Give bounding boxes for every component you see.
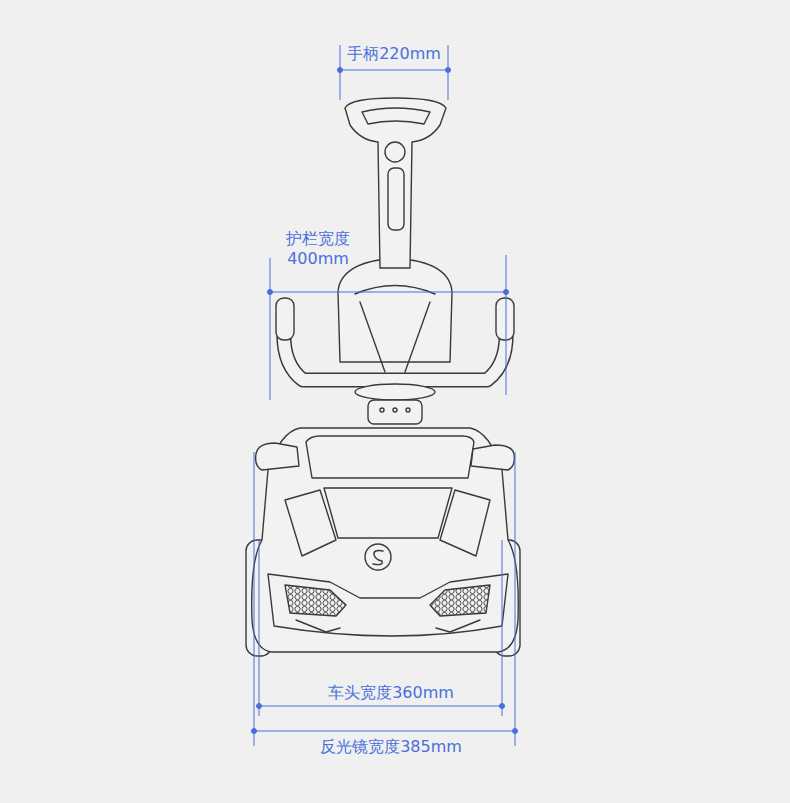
guardrail-knob [496, 298, 514, 340]
dash-dot [393, 408, 397, 412]
car-line-art [246, 98, 520, 656]
dimension-label: 反光镜宽度385mm [320, 737, 462, 757]
push-handle [345, 98, 446, 268]
dimension-line [340, 70, 448, 71]
grille [430, 585, 490, 616]
dimension-label: 手柄220mm [347, 44, 441, 64]
dimension-line [270, 292, 506, 293]
hood [324, 488, 452, 538]
extension-line [254, 452, 255, 746]
dash-dot [406, 408, 410, 412]
dimension-dot [257, 704, 262, 709]
dimension-lines [252, 45, 518, 746]
handle-grip [362, 108, 430, 124]
handle-slot [388, 168, 404, 230]
dimension-line [259, 706, 502, 707]
handle-button [385, 142, 405, 162]
fog-light [436, 620, 480, 632]
car-body [252, 428, 519, 652]
dimension-dot [252, 729, 257, 734]
grille [285, 585, 346, 616]
dimension-dot [338, 68, 343, 73]
guardrail-knob [276, 298, 294, 340]
dimension-dot [446, 68, 451, 73]
dimension-label: 车头宽度360mm [328, 683, 454, 703]
seat-line [355, 286, 435, 295]
extension-line [515, 452, 516, 746]
mirror [256, 443, 299, 470]
logo-mark [373, 551, 383, 565]
guardrail-tube [284, 318, 506, 380]
dimension-dot [268, 290, 273, 295]
extension-line [506, 255, 507, 395]
logo [365, 544, 391, 570]
extension-line [270, 258, 271, 400]
seat-strap [360, 302, 430, 372]
dimension-dot [504, 290, 509, 295]
dimension-dot [500, 704, 505, 709]
guardrail-outline [284, 318, 506, 380]
dashboard [368, 400, 422, 424]
dimension-label: 护栏宽度 400mm [276, 229, 360, 269]
extension-line [259, 540, 260, 716]
bumper [268, 574, 508, 636]
dimension-dot [513, 729, 518, 734]
mirror [471, 445, 514, 470]
seat-back [338, 258, 452, 362]
dash-dot [380, 408, 384, 412]
fog-light [296, 620, 340, 632]
windshield [306, 436, 474, 478]
steering-wheel [355, 384, 435, 400]
dimension-line [254, 731, 515, 732]
extension-line [502, 540, 503, 716]
